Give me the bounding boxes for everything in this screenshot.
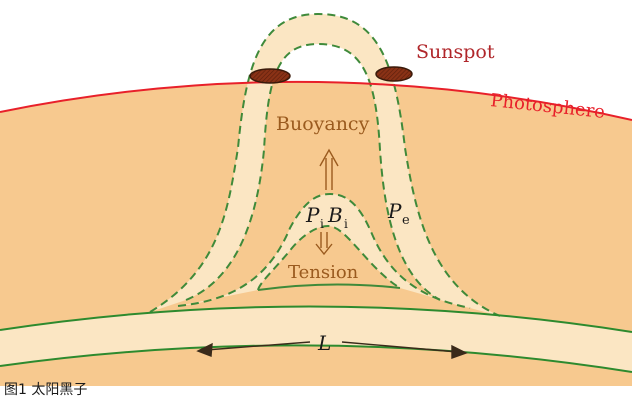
photosphere-line bbox=[0, 80, 632, 121]
buoyancy-label: Buoyancy bbox=[276, 113, 370, 135]
b-i-symbol: B bbox=[327, 203, 343, 227]
tension-region-base bbox=[257, 283, 401, 291]
flux-tube-outer-edge bbox=[149, 12, 501, 317]
pressure-field-inside: P i B i bbox=[305, 203, 348, 231]
buoyancy-arrow-icon bbox=[319, 148, 339, 190]
length-label: L bbox=[317, 331, 331, 355]
sunspot-right bbox=[375, 66, 413, 82]
tension-arrow-icon bbox=[315, 232, 333, 256]
bottom-flux-layer bbox=[0, 306, 632, 372]
b-i-subscript: i bbox=[344, 217, 348, 231]
pressure-outside: P e bbox=[387, 199, 410, 228]
p-i-subscript: i bbox=[320, 217, 324, 231]
flux-tube-loop bbox=[150, 14, 500, 316]
inner-arch-inner-edge bbox=[257, 224, 401, 291]
p-e-subscript: e bbox=[402, 213, 410, 228]
figure-caption: 图1 太阳黑子 bbox=[4, 382, 87, 396]
bottom-layer-top-edge bbox=[0, 305, 632, 333]
p-e-symbol: P bbox=[387, 199, 402, 223]
p-i-symbol: P bbox=[305, 203, 320, 227]
bottom-layer-bottom-edge bbox=[0, 344, 632, 373]
length-arrow-icon bbox=[196, 341, 468, 359]
sunspot-left bbox=[249, 68, 291, 84]
flux-tube-inner-edge bbox=[185, 42, 441, 301]
tension-label: Tension bbox=[288, 262, 359, 283]
inner-arch-outer-edge bbox=[177, 192, 471, 309]
solar-interior bbox=[0, 81, 632, 386]
sunspot-label: Sunspot bbox=[416, 41, 495, 63]
inner-arch-fill bbox=[178, 194, 470, 308]
